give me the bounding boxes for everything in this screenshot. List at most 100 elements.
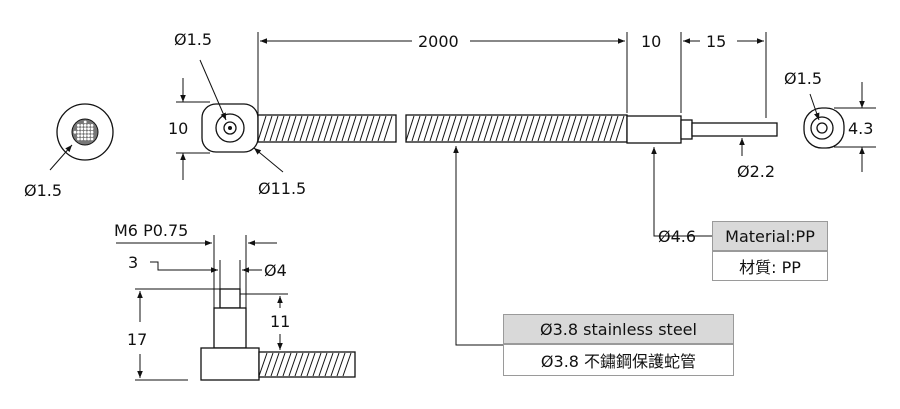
hatch-line: [270, 352, 280, 377]
left-end-view: Ø1.5: [24, 103, 114, 200]
thread-length-text: 3: [128, 253, 138, 272]
hatch-line: [417, 115, 427, 142]
hatch-line: [287, 115, 297, 142]
fiber-dot: [77, 130, 80, 134]
hatch-line: [609, 115, 619, 142]
hatch-line: [306, 352, 316, 377]
fiber-dot: [77, 137, 80, 141]
hatch-line: [293, 115, 303, 142]
hatch-line: [597, 115, 607, 142]
hatch-line: [353, 115, 363, 142]
fiber-dot: [90, 124, 94, 127]
hatch-line: [495, 115, 505, 142]
tip: [691, 122, 778, 137]
fiber-dot: [83, 124, 87, 127]
sleeve-material-zh-label: 材質: PP: [712, 251, 828, 281]
fiber-dot: [80, 130, 84, 134]
fiber-dot: [87, 134, 90, 138]
fiber-dot: [80, 124, 84, 127]
hatch-line: [453, 115, 463, 142]
tip-diameter-text: Ø2.2: [737, 162, 775, 181]
fiber-dot: [80, 137, 84, 141]
hatch-line: [311, 115, 321, 142]
fiber-dot: [90, 127, 94, 131]
fiber-dot: [83, 137, 87, 141]
hatch-line: [276, 352, 286, 377]
base-height-text: 17: [127, 330, 147, 349]
hatch-line: [347, 115, 357, 142]
shank-height-text: 11: [270, 312, 290, 331]
hatch-line: [573, 115, 583, 142]
hatch-line: [405, 115, 415, 142]
tube-material-zh-label: Ø3.8 不鏽鋼保護蛇管: [503, 344, 734, 376]
sleeve-length-text: 10: [641, 32, 661, 51]
total-length-text: 2000: [418, 32, 459, 51]
fiber-dot: [80, 127, 84, 131]
fiber-dot: [90, 130, 94, 134]
side-view: [200, 288, 356, 381]
hatch-line: [603, 115, 613, 142]
hatch-line: [330, 352, 340, 377]
hatch-line: [489, 115, 499, 142]
hatch-line: [519, 115, 529, 142]
hatch-line: [281, 115, 291, 142]
hatch-line: [549, 115, 559, 142]
hatch-line: [579, 115, 589, 142]
hatch-line: [371, 115, 381, 142]
cable-head: [201, 103, 259, 153]
hatch-line: [555, 115, 565, 142]
hatch-line: [561, 115, 571, 142]
hatch-line: [318, 352, 328, 377]
sleeve-diameter-text: Ø4.6: [658, 227, 696, 246]
fiber-dot: [73, 130, 77, 134]
fiber-dot: [80, 134, 84, 138]
fiber-dot: [90, 137, 94, 141]
fiber-dot: [83, 130, 87, 134]
hatch-line: [377, 115, 387, 142]
hatch-line: [365, 115, 375, 142]
hatch-line: [258, 352, 268, 377]
fiber-dot: [87, 137, 90, 141]
hatch-line: [591, 115, 601, 142]
hatch-line: [513, 115, 523, 142]
fiber-dot: [77, 127, 80, 131]
fiber-bundle-dots: [73, 120, 94, 141]
hatch-line: [585, 115, 595, 142]
hatch-line: [447, 115, 457, 142]
left-end-diameter-text: Ø1.5: [24, 181, 62, 200]
tube-hatch-left: [257, 115, 393, 142]
right-end-height-text: 4.3: [848, 119, 873, 138]
fiber-dot: [77, 124, 80, 127]
right-hole-diameter-text: Ø1.5: [784, 69, 822, 88]
fiber-dot: [87, 130, 90, 134]
hatch-line: [263, 115, 273, 142]
thread-text: M6 P0.75: [114, 221, 188, 240]
hatch-line: [359, 115, 369, 142]
hatch-line: [336, 352, 346, 377]
fiber-dot: [83, 120, 87, 124]
hatch-line: [275, 115, 285, 142]
hatch-line: [383, 115, 393, 142]
hatch-line: [423, 115, 433, 142]
hatch-line: [441, 115, 451, 142]
hatch-line: [459, 115, 469, 142]
sleeve-material-label: Material:PP: [712, 221, 828, 251]
hatch-line: [305, 115, 315, 142]
hatch-line: [324, 352, 334, 377]
tube-hatch-right: [405, 115, 625, 142]
tube-material-label: Ø3.8 stainless steel: [503, 314, 734, 344]
hatch-line: [501, 115, 511, 142]
hatch-line: [615, 115, 625, 142]
hatch-line: [282, 352, 292, 377]
hatch-line: [465, 115, 475, 142]
hatch-line: [300, 352, 310, 377]
side-tube-hatch: [258, 352, 352, 377]
hatch-line: [507, 115, 517, 142]
fiber-dot: [90, 134, 94, 138]
tip-length-text: 15: [706, 32, 726, 51]
hatch-line: [429, 115, 439, 142]
fiber-dot: [77, 134, 80, 138]
hatch-line: [341, 115, 351, 142]
right-end-view: [803, 107, 845, 149]
head-height-text: 10: [168, 119, 188, 138]
